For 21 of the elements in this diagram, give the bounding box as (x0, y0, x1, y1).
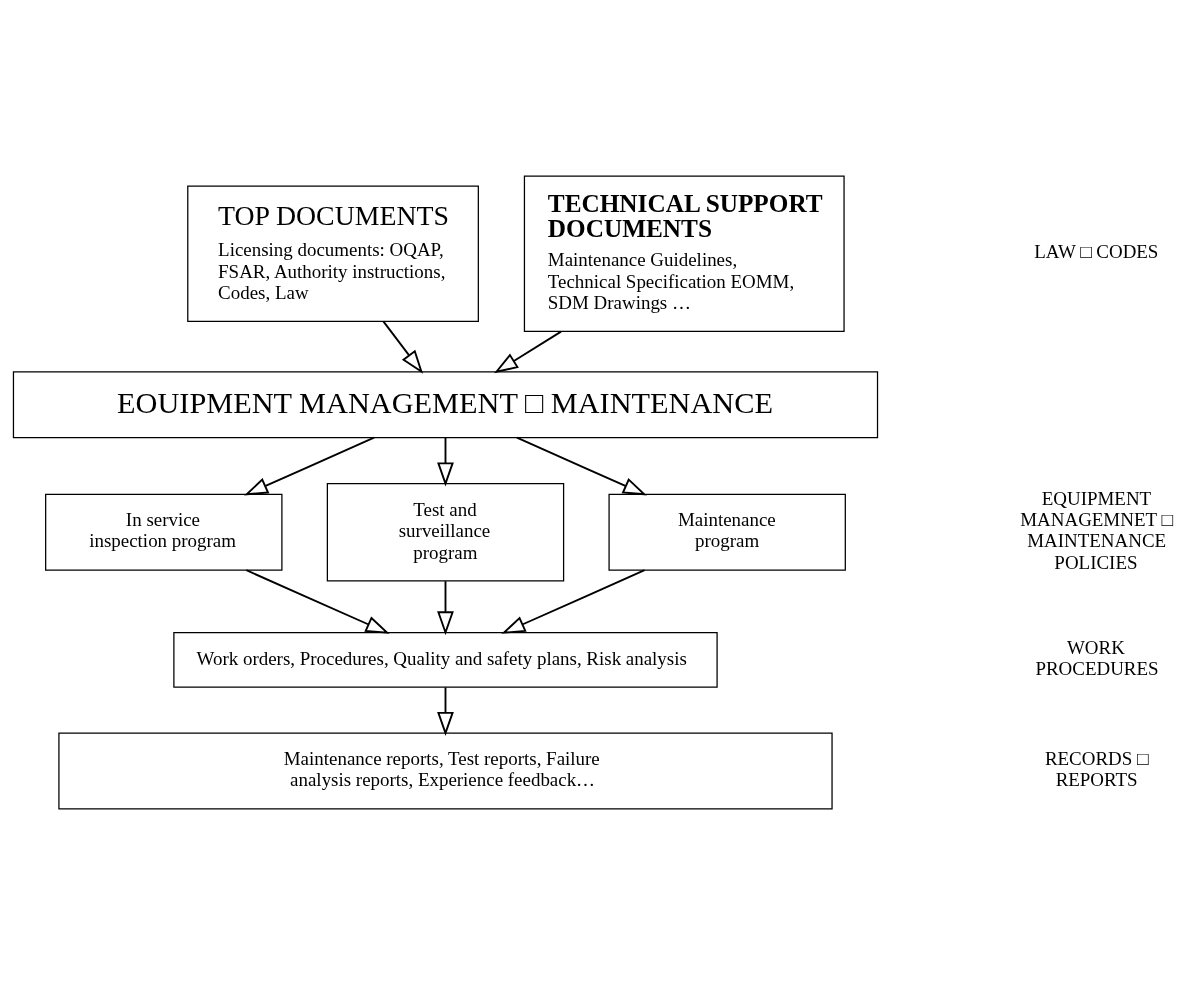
node-box: Maintenance reports, Test reports, Failure analysis reports, Experience feedback… (58, 732, 833, 810)
arrow (501, 568, 646, 634)
label: LAW □ CODES (1034, 240, 1159, 262)
label: EQUIPMENT MANAGEMNET □ MAINTENANCE POLICIES (1020, 487, 1173, 573)
arrow (244, 436, 375, 495)
node-box: In service inspection program (45, 493, 283, 571)
arrow (437, 436, 454, 486)
label: WORK PROCEDURES (1035, 636, 1159, 679)
node-box: Maintenance program (608, 493, 846, 571)
label: RECORDS □ REPORTS (1044, 747, 1149, 790)
node-box: TECHNICAL SUPPORT DOCUMENTS Maintenance Guidelines, Technical Specification EOMM, SDM Drawings … (523, 174, 845, 332)
arrow (494, 330, 562, 373)
node-box: Test and surveillance program (326, 482, 565, 582)
node-box: TOP DOCUMENTS Licensing documents: OQAP, FSAR, Authority instructions, Codes, Law (187, 185, 479, 322)
arrow (437, 686, 454, 736)
arrow (245, 568, 390, 634)
node-box: EOUIPMENT MANAGEMENT □ MAINTENANCE (12, 370, 879, 438)
arrow (382, 319, 424, 374)
arrow (516, 436, 647, 495)
arrow (437, 579, 454, 635)
node-box: Work orders, Procedures, Quality and safety plans, Risk analysis (173, 631, 718, 688)
